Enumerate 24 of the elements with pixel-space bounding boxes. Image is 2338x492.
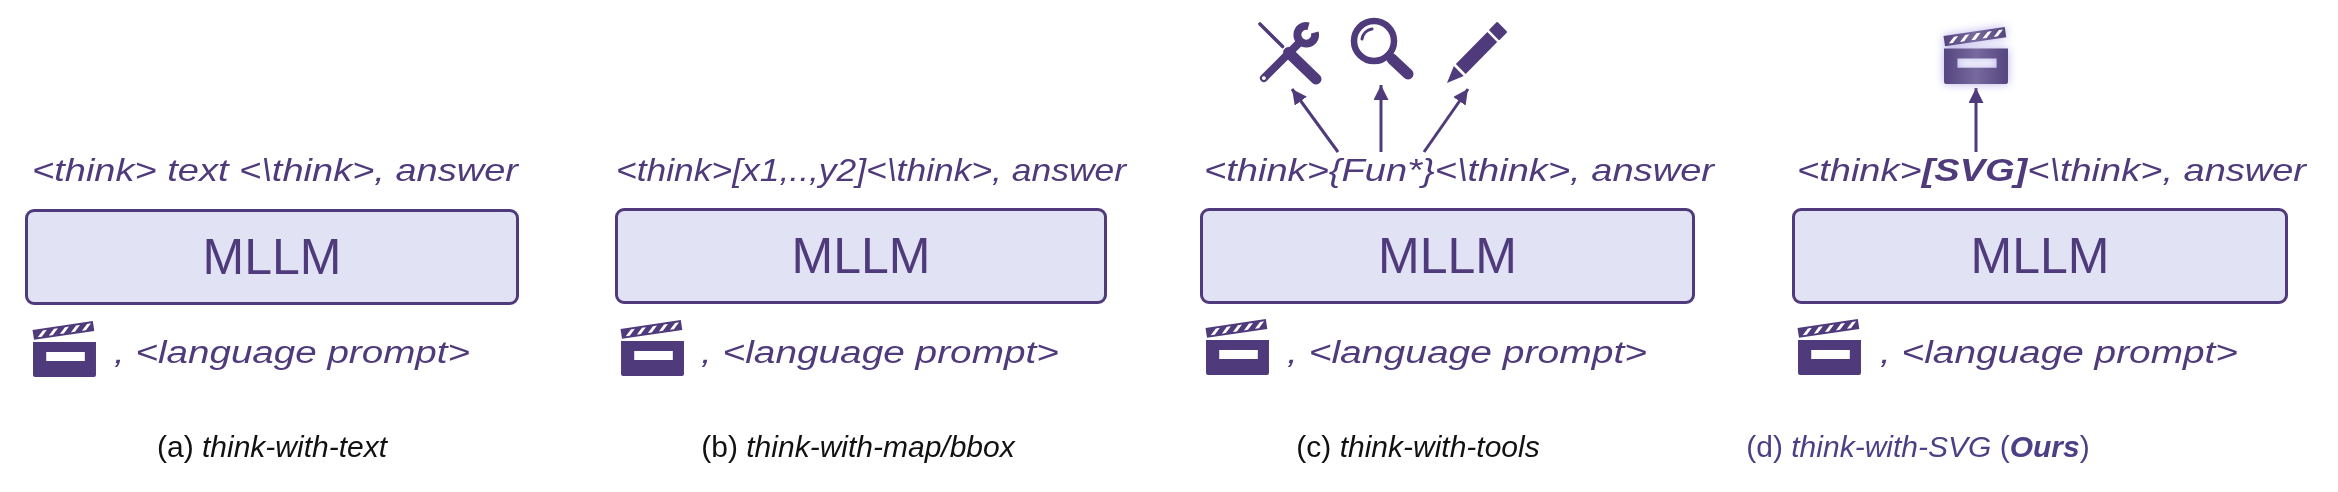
arrow bbox=[1968, 88, 1984, 152]
wrench-screwdriver-icon bbox=[1256, 20, 1323, 85]
clapperboard-icon bbox=[1943, 27, 2009, 84]
prompt-text: , <language prompt> bbox=[701, 335, 1059, 371]
output-text: <think>[x1,..,y2]<\think>, answer bbox=[616, 152, 1126, 189]
model-box: MLLM bbox=[1792, 208, 2288, 304]
pencil-icon bbox=[1445, 21, 1508, 85]
panel-caption: (b) think-with-map/bbox bbox=[701, 430, 1015, 465]
arrow bbox=[1422, 88, 1470, 153]
model-box: MLLM bbox=[1200, 208, 1695, 304]
model-box: MLLM bbox=[25, 209, 519, 305]
prompt-text: , <language prompt> bbox=[1287, 335, 1647, 371]
panel-caption: (d) think-with-SVG (Ours) bbox=[1746, 430, 2090, 465]
output-text: <think>{Fun*}<\think>, answer bbox=[1204, 152, 1714, 189]
model-box: MLLM bbox=[615, 208, 1107, 304]
prompt-text: , <language prompt> bbox=[114, 335, 470, 371]
output-text: <think>[SVG]<\think>, answer bbox=[1797, 152, 2306, 189]
arrow bbox=[1290, 88, 1340, 153]
arrow bbox=[1373, 85, 1389, 152]
output-text: <think> text <\think>, answer bbox=[32, 152, 518, 189]
prompt-text: , <language prompt> bbox=[1880, 335, 2238, 371]
search-icon bbox=[1349, 16, 1415, 81]
panel-caption: (a) think-with-text bbox=[156, 430, 388, 465]
panel-caption: (c) think-with-tools bbox=[1296, 430, 1540, 465]
